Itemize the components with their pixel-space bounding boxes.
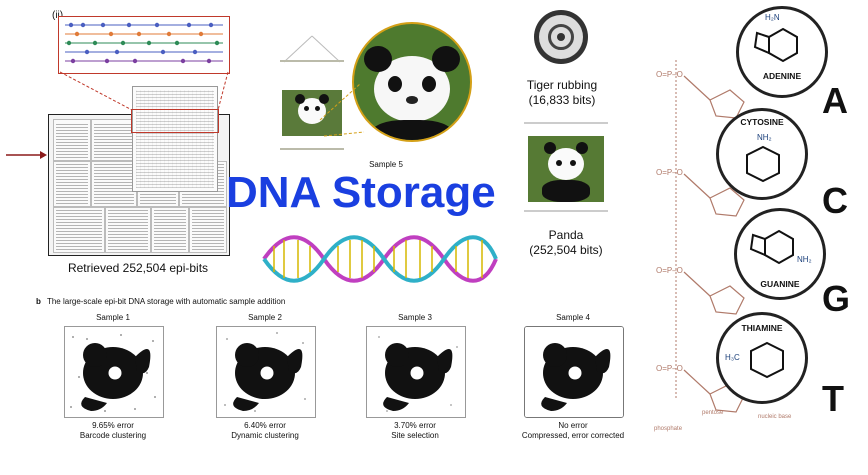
panda-caption-line2: (252,504 bits) — [529, 243, 603, 257]
panel-b-heading-row: b The large-scale epi-bit DNA storage wi… — [36, 297, 285, 306]
thiamine-group: H₃C — [725, 353, 740, 362]
sample-1-image — [64, 326, 164, 418]
panel-b-heading: The large-scale epi-bit DNA storage with… — [46, 297, 286, 306]
panel-b-label: b — [36, 297, 41, 306]
guanine-name: GUANINE — [760, 279, 800, 289]
sample-3-error: 3.70% error — [394, 421, 436, 430]
dna-helix-illustration — [262, 235, 498, 283]
sample-3-title: Sample 3 — [398, 313, 432, 322]
tiger-caption-line1: Tiger rubbing — [526, 78, 598, 92]
sample-2-image — [216, 326, 316, 418]
cytosine-group: NH₂ — [757, 133, 772, 142]
phosphate-group-3: O=P–O — [656, 266, 683, 275]
panel-label-ii: (ii) — [52, 10, 63, 21]
zoom-connector-lines — [59, 71, 229, 111]
letter-a: A — [822, 80, 848, 121]
sample-2-error: 6.40% error — [244, 421, 286, 430]
sample-2-method: Dynamic clustering — [231, 431, 299, 440]
sample-2-title: Sample 2 — [248, 313, 282, 322]
guanine-circle: NH₂ GUANINE — [734, 208, 826, 300]
sample-1-error: 9.65% error — [92, 421, 134, 430]
input-arrow-icon — [6, 151, 47, 159]
cytosine-circle: CYTOSINE NH₂ — [716, 108, 808, 200]
guanine-group: NH₂ — [797, 255, 812, 264]
cytosine-structure-icon — [746, 145, 780, 183]
adenine-structure-icon — [753, 27, 798, 63]
sample-1-method: Barcode clustering — [79, 431, 147, 440]
epibit-zoom-inset — [58, 16, 230, 74]
phosphate-group-4: O=P–O — [656, 364, 683, 373]
highlighted-epibit-tile — [131, 86, 219, 192]
tiger-rubbing-medallion — [534, 10, 588, 64]
phosphate-group-1: O=P–O — [656, 70, 683, 79]
panda-caption-line1: Panda — [548, 228, 584, 242]
guanine-structure-icon — [749, 229, 794, 265]
tiger-caption-line2: (16,833 bits) — [528, 93, 596, 107]
epibit-dot-rows — [65, 22, 223, 64]
cytosine-name: CYTOSINE — [740, 117, 784, 127]
sample-4-error: No error — [558, 421, 588, 430]
adenine-name: ADENINE — [762, 71, 802, 81]
sample-5-label: Sample 5 — [369, 160, 403, 169]
adenine-group: H₂N — [765, 13, 780, 22]
panda-framed-picture — [524, 122, 608, 214]
sample-1-title: Sample 1 — [96, 313, 130, 322]
nucleic-base-label: nucleic base — [758, 414, 792, 420]
magnify-connector-lines — [319, 83, 365, 137]
sample-4-title: Sample 4 — [556, 313, 590, 322]
dna-storage-title: DNA Storage — [226, 168, 496, 217]
pentose-label: pentose — [702, 410, 724, 416]
retrieved-caption: Retrieved 252,504 epi-bits — [67, 261, 209, 275]
panda-magnified-circle — [352, 22, 472, 142]
thiamine-structure-icon — [750, 341, 784, 379]
panda-thumbnail — [282, 90, 342, 136]
sample-4-image — [524, 326, 624, 418]
thiamine-name: THIAMINE — [741, 323, 783, 333]
retrieved-epibits-mosaic — [48, 114, 230, 256]
adenine-circle: H₂N ADENINE — [736, 6, 828, 98]
phosphate-label: phosphate — [654, 426, 683, 432]
letter-g: G — [822, 278, 851, 319]
letter-c: C — [822, 180, 848, 221]
hanger-string — [283, 35, 341, 63]
sample-3-image — [366, 326, 466, 418]
sample-3-method: Site selection — [391, 431, 439, 440]
phosphate-group-2: O=P–O — [656, 168, 683, 177]
sample-4-method: Compressed, error corrected — [521, 431, 625, 440]
hanging-frame-small — [280, 35, 344, 150]
thiamine-circle: THIAMINE H₃C — [716, 312, 808, 404]
letter-t: T — [822, 378, 844, 419]
